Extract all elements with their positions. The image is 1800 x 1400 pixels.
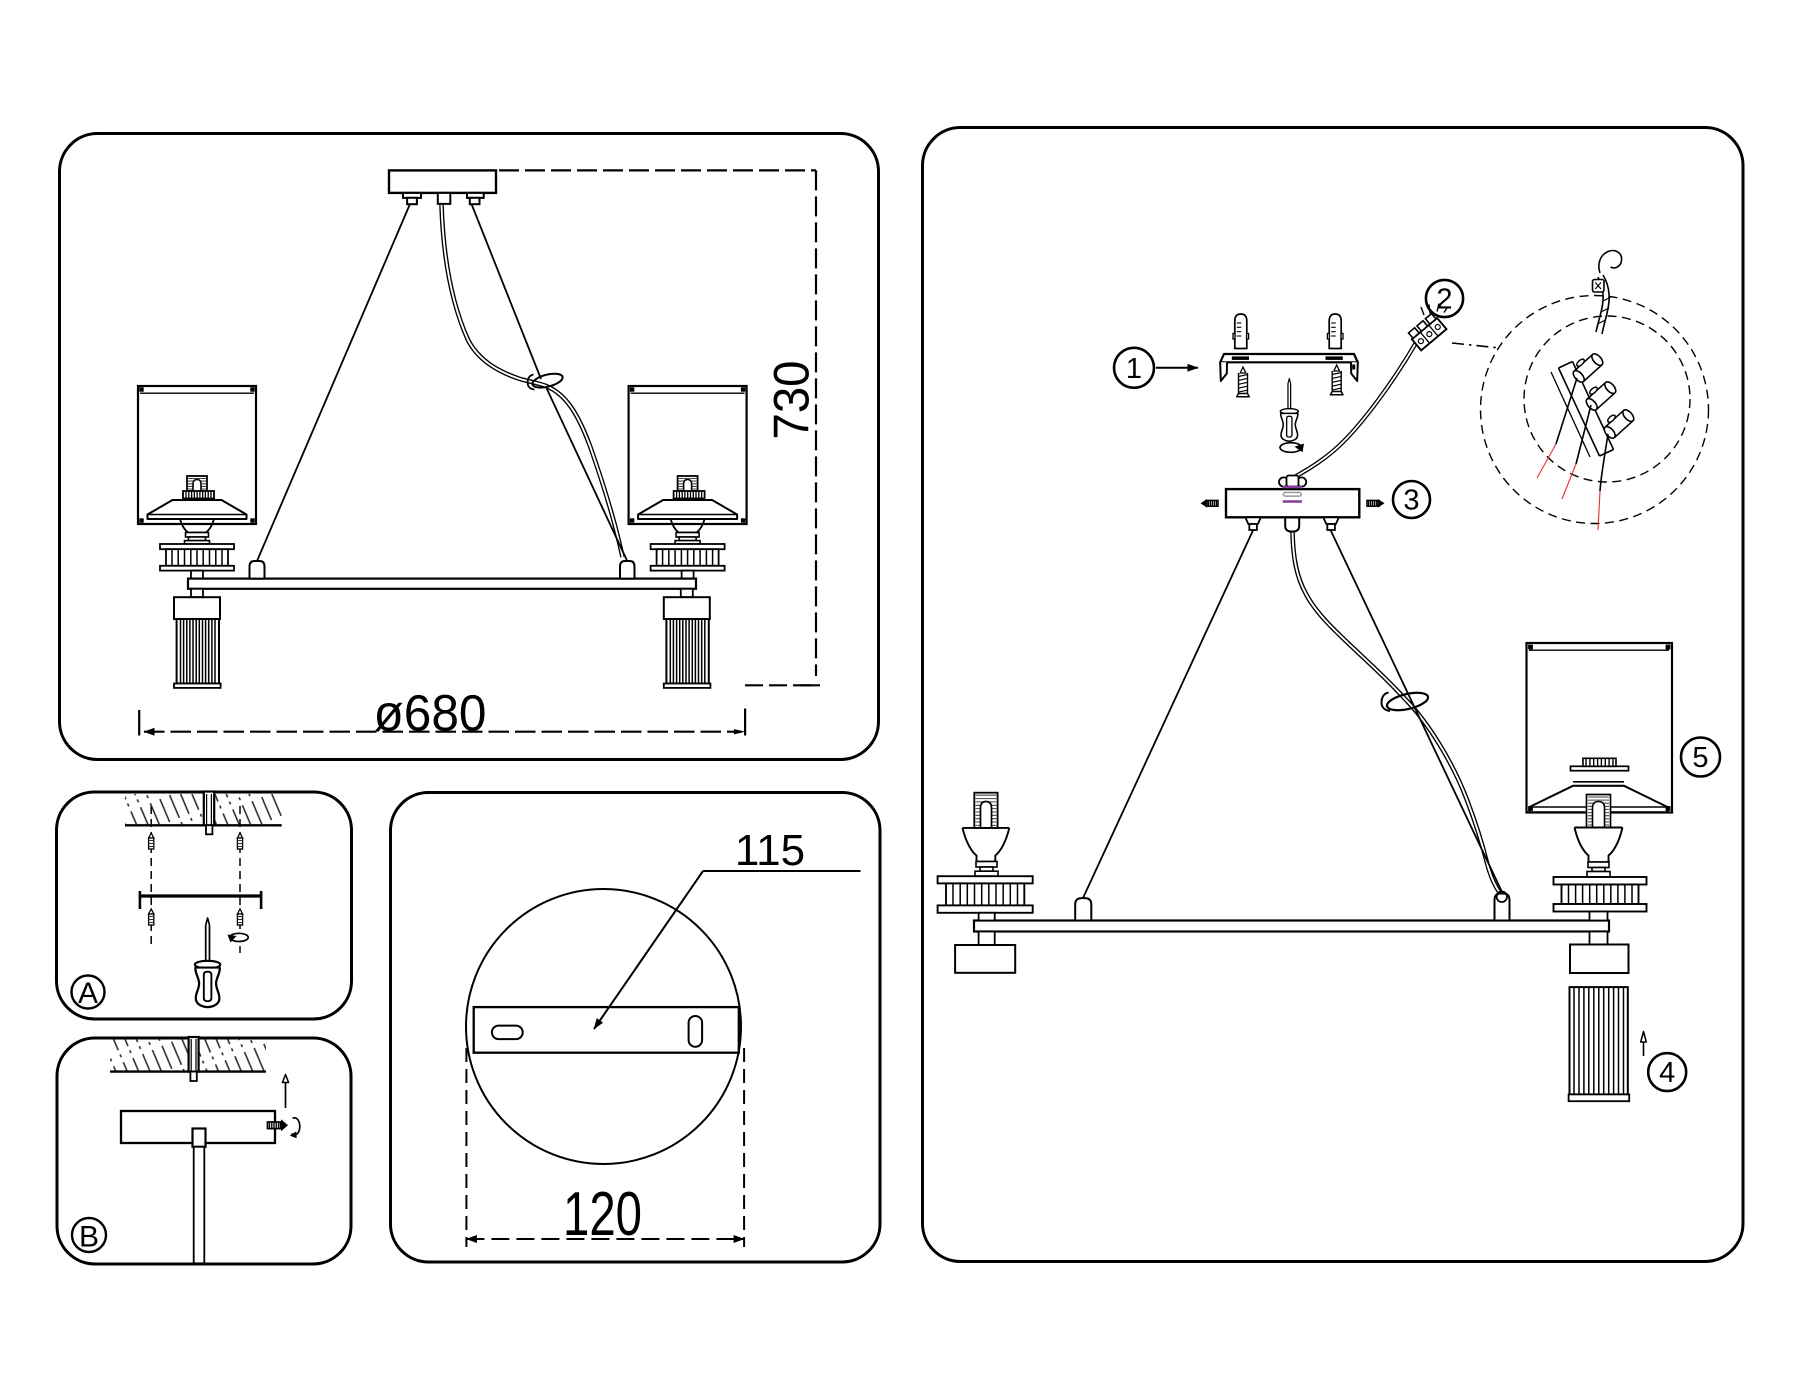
svg-text:120: 120 [563, 1180, 642, 1249]
svg-text:1: 1 [1126, 353, 1142, 385]
svg-text:4: 4 [1659, 1057, 1675, 1089]
svg-text:730: 730 [764, 361, 820, 440]
svg-text:5: 5 [1692, 742, 1708, 774]
svg-text:2: 2 [1436, 283, 1452, 315]
svg-text:115: 115 [735, 826, 805, 875]
svg-text:ø680: ø680 [374, 685, 487, 742]
svg-text:A: A [78, 977, 98, 1010]
svg-text:3: 3 [1403, 484, 1419, 516]
svg-text:B: B [79, 1220, 99, 1253]
